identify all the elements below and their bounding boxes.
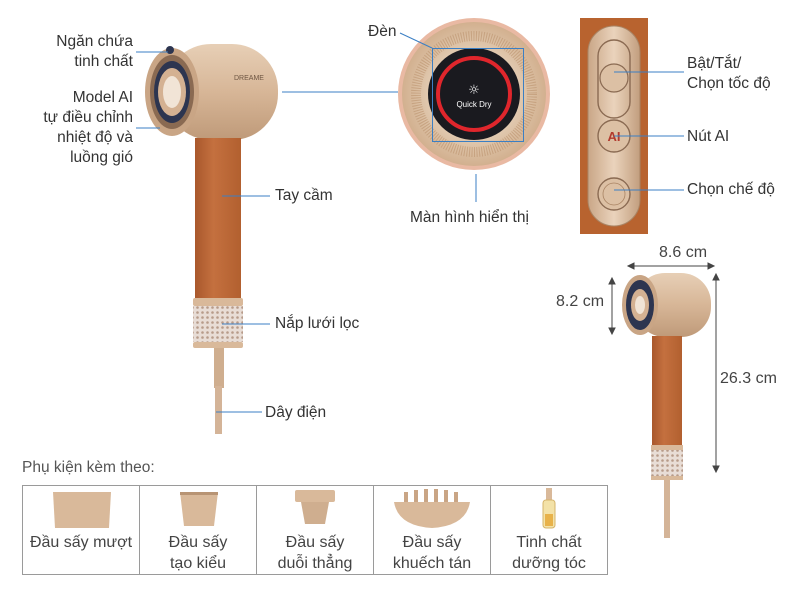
accessory-label: Tinh chất dưỡng tóc bbox=[512, 534, 586, 572]
display-highlight-box bbox=[432, 48, 524, 142]
diffuser-nozzle-image bbox=[394, 489, 470, 528]
display-panel-closeup: ☼ Quick Dry bbox=[398, 18, 550, 170]
dimension-width: 8.6 cm bbox=[659, 244, 708, 261]
callout-ai-model: Model AI tự điều chỉnh nhiệt độ và luồng… bbox=[43, 89, 133, 166]
styling-nozzle-image bbox=[180, 492, 218, 526]
smoothing-nozzle-image bbox=[53, 492, 111, 528]
dimension-total-height: 26.3 cm bbox=[720, 370, 777, 387]
straightening-nozzle-image bbox=[295, 490, 335, 524]
accessories-table: Đầu sấy mượt Đầu sấy tạo kiểu Đầu sấy du… bbox=[22, 485, 608, 575]
callout-mode-select: Chọn chế độ bbox=[687, 181, 775, 198]
accessory-label: Đầu sấy tạo kiểu bbox=[168, 534, 228, 572]
callout-filter-cover: Nắp lưới lọc bbox=[275, 315, 360, 332]
callout-display-screen: Màn hình hiển thị bbox=[410, 209, 529, 226]
dimension-dryer-illustration bbox=[622, 273, 711, 538]
accessories-title: Phụ kiện kèm theo: bbox=[22, 459, 155, 476]
accessory-styling-nozzle: Đầu sấy tạo kiểu bbox=[140, 486, 257, 574]
accessory-label: Đầu sấy mượt bbox=[29, 534, 133, 551]
light-icon: ☼ bbox=[468, 83, 480, 98]
callout-ai-button: Nút AI bbox=[687, 128, 730, 145]
accessory-smoothing-nozzle: Đầu sấy mượt bbox=[23, 486, 140, 574]
accessory-diffuser-nozzle: Đầu sấy khuếch tán bbox=[374, 486, 491, 574]
callout-power-speed: Bật/Tắt/ Chọn tốc độ bbox=[687, 55, 771, 92]
dimension-head-height: 8.2 cm bbox=[556, 293, 605, 310]
callout-handle: Tay cầm bbox=[275, 187, 333, 204]
callout-power-cord: Dây điện bbox=[265, 404, 327, 421]
accessory-straightening-nozzle: Đầu sấy duỗi thẳng bbox=[257, 486, 374, 574]
accessory-label: Đầu sấy duỗi thẳng bbox=[277, 534, 353, 572]
callout-essence-chamber: Ngăn chứa tinh chất bbox=[56, 33, 133, 70]
display-text: Quick Dry bbox=[456, 100, 491, 109]
button-panel-closeup: AI bbox=[580, 18, 648, 234]
hair-dryer-illustration: DREAME bbox=[145, 44, 278, 434]
callout-light: Đèn bbox=[368, 23, 397, 40]
hair-serum-image bbox=[542, 488, 556, 529]
accessory-label: Đầu sấy khuếch tán bbox=[392, 534, 472, 572]
accessory-hair-serum: Tinh chất dưỡng tóc bbox=[491, 486, 607, 574]
brand-mark: DREAME bbox=[234, 75, 264, 82]
